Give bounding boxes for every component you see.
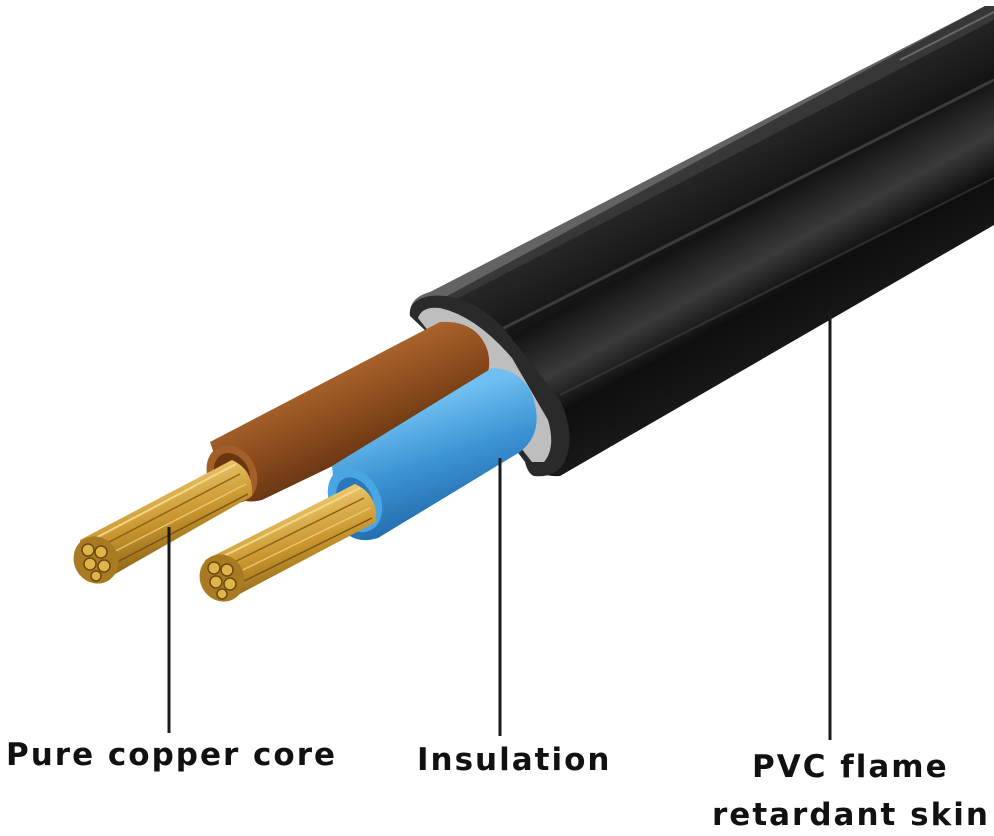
insulation-label: Insulation bbox=[417, 742, 612, 778]
copper-strands-right bbox=[199, 484, 377, 602]
copper-strands-left bbox=[73, 460, 253, 584]
pvc-skin-label-line1: PVC flame bbox=[752, 749, 949, 785]
copper-core-label: Pure copper core bbox=[6, 737, 338, 773]
pvc-skin-label-line2: retardant skin bbox=[712, 797, 990, 833]
